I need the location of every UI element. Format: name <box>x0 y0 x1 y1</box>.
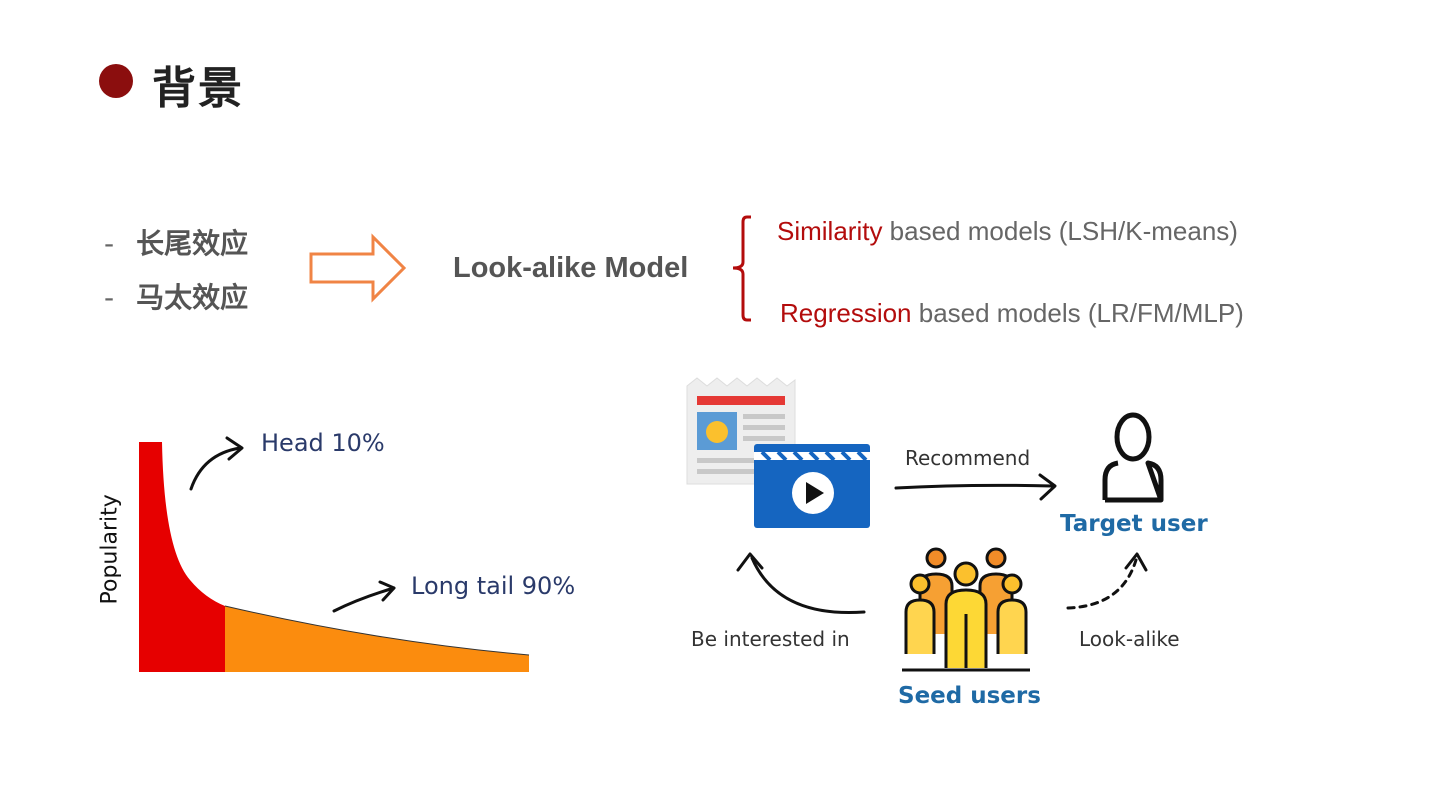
bullet-dash: - <box>104 281 115 314</box>
bullet-long-tail: -长尾效应 <box>104 222 248 262</box>
recommend-label: Recommend <box>905 446 1031 470</box>
curly-brace-icon <box>732 215 751 322</box>
branch-highlight: Regression <box>780 298 912 328</box>
long-tail-chart <box>139 442 530 672</box>
branch-rest: based models (LSH/K-means) <box>882 216 1238 246</box>
target-user-label: Target user <box>1060 511 1208 537</box>
interested-label: Be interested in <box>691 627 850 651</box>
interested-arrow-icon <box>736 552 866 615</box>
tail-arrow-icon <box>332 580 396 613</box>
bullet-text: 马太效应 <box>136 281 249 314</box>
title-bullet-icon <box>99 64 133 98</box>
page-title: 背景 <box>152 63 244 114</box>
tail-edge <box>224 605 530 656</box>
recommend-arrow-icon <box>894 473 1057 501</box>
tail-label: Long tail 90% <box>411 572 576 600</box>
branch-rest: based models (LR/FM/MLP) <box>911 298 1244 328</box>
branch-regression: Regression based models (LR/FM/MLP) <box>780 298 1244 329</box>
seed-users-label: Seed users <box>898 683 1041 709</box>
head-label: Head 10% <box>261 429 385 457</box>
target-user-icon <box>1102 412 1164 503</box>
lookalike-arrow-icon <box>1066 552 1148 610</box>
lookalike-label: Look-alike <box>1079 627 1180 651</box>
bullet-matthew: -马太效应 <box>104 276 248 316</box>
head-arrow-icon <box>189 436 244 491</box>
head-area <box>139 442 225 672</box>
bullet-dash: - <box>104 227 115 260</box>
look-alike-model-label: Look-alike Model <box>453 252 689 284</box>
y-axis-label: Popularity <box>97 494 123 605</box>
branch-highlight: Similarity <box>777 216 883 246</box>
right-arrow-icon <box>309 233 407 303</box>
bullet-text: 长尾效应 <box>136 227 249 260</box>
branch-similarity: Similarity based models (LSH/K-means) <box>777 216 1238 247</box>
video-player-icon <box>754 444 870 528</box>
seed-users-icon <box>902 547 1030 672</box>
